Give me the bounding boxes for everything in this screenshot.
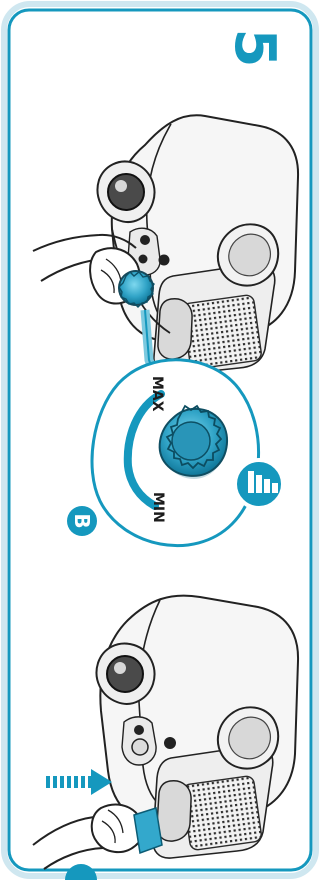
zoom-scale-badge <box>235 460 283 508</box>
projector-top-button-1 <box>140 235 150 245</box>
step-number: 5 <box>224 18 284 78</box>
zoom-scale-bar-2 <box>256 475 262 493</box>
projector-top-lens <box>108 174 144 210</box>
hand-bottom-fingers <box>92 804 143 852</box>
projector-bottom-grill <box>182 775 262 850</box>
projector-bottom-lens <box>107 656 143 692</box>
zoom-max-label: MAX <box>149 376 165 412</box>
zoom-scale-bar-3 <box>264 479 270 493</box>
projector-bottom-left-handle <box>157 781 191 841</box>
zoom-min-label: MIN <box>150 492 166 523</box>
projector-bottom-button-1 <box>134 725 144 735</box>
zoom-knob-center <box>172 422 210 460</box>
projector-top-rear-knob-ring <box>229 234 271 276</box>
zoom-scale-bar-1 <box>248 471 254 493</box>
projector-top-button-3 <box>159 255 170 266</box>
panel-badge-b: B <box>67 506 97 536</box>
projector-bottom-button-3 <box>164 737 176 749</box>
projector-bottom-rear-knob-ring <box>229 717 271 759</box>
zoom-scale-bar-4 <box>272 483 278 493</box>
projector-top-button-2 <box>139 255 148 264</box>
projector-top-grill <box>182 294 262 369</box>
projector-bottom-lens-highlight <box>114 662 126 674</box>
projector-bottom-button-2 <box>132 739 148 755</box>
hand-bottom-slider <box>134 808 162 853</box>
projector-top-lens-highlight <box>115 180 127 192</box>
